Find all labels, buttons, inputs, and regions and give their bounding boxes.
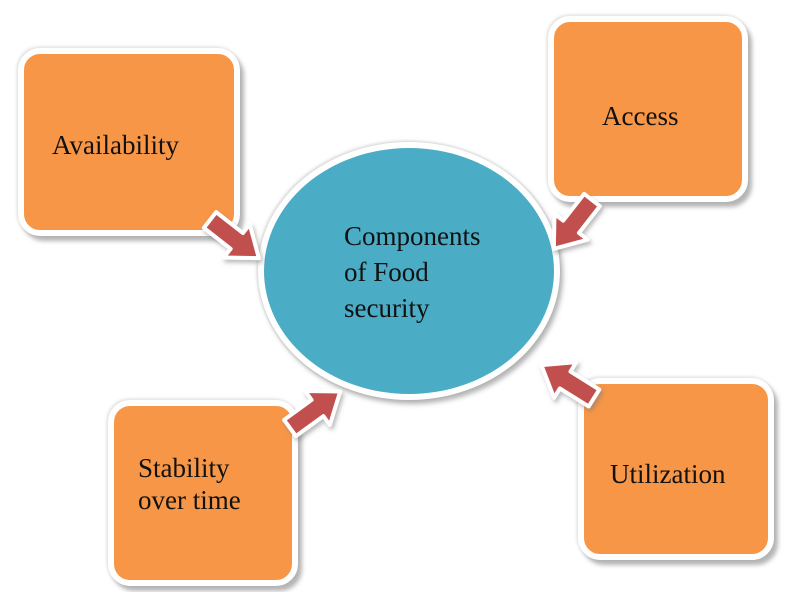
- node-utilization: Utilization: [578, 378, 774, 560]
- center-node: Components of Food security: [258, 142, 560, 400]
- center-node-label: Components of Food security: [344, 221, 481, 323]
- node-availability: Availability: [18, 48, 240, 236]
- node-utilization-label: Utilization: [610, 459, 726, 489]
- node-stability: Stability over time: [108, 400, 298, 586]
- node-stability-label: Stability over time: [138, 453, 241, 515]
- node-availability-label: Availability: [52, 130, 179, 160]
- node-access: Access: [548, 16, 748, 202]
- node-access-label: Access: [602, 101, 679, 131]
